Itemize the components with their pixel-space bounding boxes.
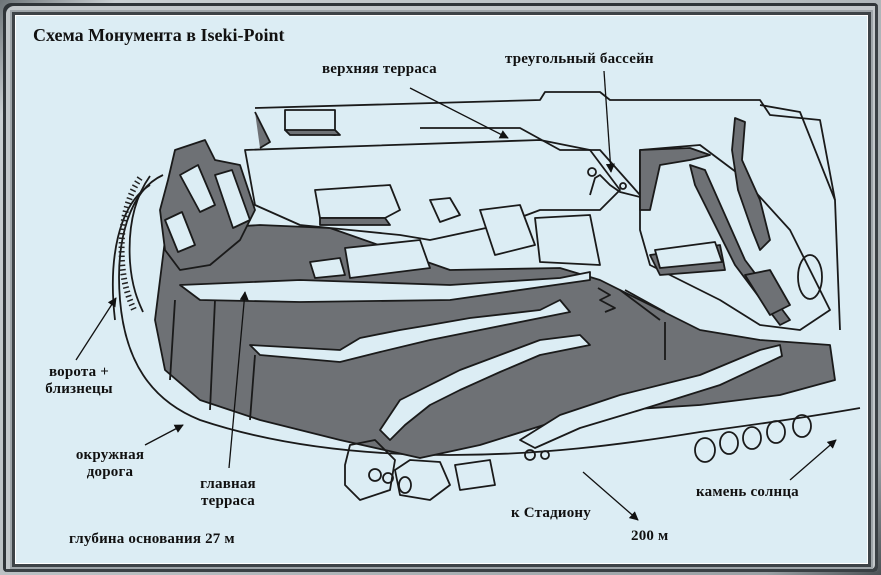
label-ring-road: окружная дорога	[60, 447, 160, 481]
map-title: Схема Монумента в Iseki-Point	[33, 25, 285, 45]
label-ring-road-line1: окружная	[75, 447, 145, 463]
label-distance: 200 м	[631, 528, 669, 544]
arrow-icon	[789, 439, 837, 481]
arrow-icon	[228, 291, 249, 469]
label-ring-road-line2: дорога	[86, 464, 134, 480]
arrow-icon	[582, 471, 639, 521]
label-triangular-pool: треугольный бассейн	[505, 51, 654, 67]
arrow-icon	[75, 297, 117, 361]
label-main-terrace-line1: главная	[200, 476, 256, 492]
sun-stone-5	[792, 414, 812, 438]
label-gate-twins: ворота + близнецы	[34, 364, 124, 398]
label-base-depth: глубина основания 27 м	[69, 531, 235, 547]
label-main-terrace: главная терраса	[188, 476, 268, 510]
ring-road-outline	[118, 174, 861, 456]
arrow-icon	[144, 424, 184, 446]
label-to-stadium: к Стадиону	[511, 505, 591, 521]
label-upper-terrace: верхняя терраса	[322, 61, 437, 77]
sun-stone-2	[719, 431, 739, 455]
label-sun-stone: камень солнца	[696, 484, 799, 500]
arrow-icon	[603, 70, 615, 173]
label-gate-twins-line2: близнецы	[45, 381, 113, 397]
sun-stone-4	[766, 420, 786, 444]
triangular-pool-shape	[589, 174, 641, 198]
arrow-icon	[409, 87, 509, 139]
label-main-terrace-line2: терраса	[201, 493, 255, 509]
label-gate-twins-line1: ворота +	[48, 364, 110, 380]
sun-stone-1	[694, 437, 716, 463]
sun-disk	[797, 254, 823, 300]
terrace-step-line-1	[179, 271, 591, 303]
sun-stone-3	[742, 426, 762, 450]
